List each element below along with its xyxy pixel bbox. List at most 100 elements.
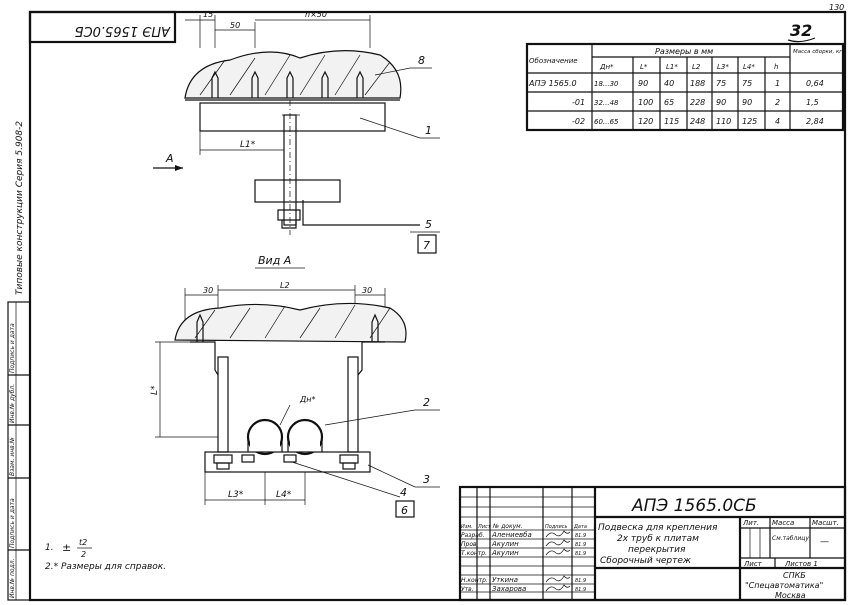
note-1-numerator: t2 [79,538,87,547]
side-cell-3: Взам. инв.№ [9,437,16,476]
row-value: 2 [775,98,780,107]
signature [545,575,571,583]
dim-L1: L1* [240,140,256,150]
dimensions-table: Обозначение Размеры в мм Масса сборки, к… [525,42,845,132]
person-name: Акулин [491,549,519,557]
col-header: L3* [717,63,729,71]
signature [545,548,571,556]
tb-header: № докум. [492,523,523,530]
dim-nx50: n×50 [305,10,327,19]
col-mass: Масса сборки, кг [793,49,842,55]
page-number: 130 [829,3,844,12]
callout-5: 5 [425,218,432,231]
row-value: 65 [664,98,674,107]
title-line: перекрытия [628,545,686,555]
row-value: 18...30 [594,80,619,88]
col-header: L* [640,63,648,71]
view-arrow-label: А [165,152,174,165]
row-value: 75 [716,79,726,88]
col-header: L4* [743,63,755,71]
front-view: 15 50 n×50 L1* А [153,10,440,254]
col-header: L2 [692,63,701,71]
title-line: Подвеска для крепления [598,523,718,533]
row-value: 115 [664,117,679,126]
row-value: 4 [775,117,780,126]
row-value: 1 [775,79,780,88]
stamp-code-inverted: АПЭ 1565.0СБ [75,23,171,38]
note-1-number: 1. [45,543,54,553]
mounting-plate [199,102,386,132]
row-value: 32...48 [594,99,619,107]
note-1-plusminus: ± [62,541,71,554]
callout-7: 7 [423,239,430,252]
row-value: 100 [638,98,653,107]
dim-L: L* [150,385,160,395]
pipe-side [254,179,341,203]
signature [545,584,571,592]
mass-value: См.таблицу [772,535,809,542]
lit-label: Лит. [742,519,759,527]
top-left-stamp [28,10,177,44]
row-value: 90 [638,79,648,88]
scale-label: Масшт. [812,519,839,527]
row-value: 120 [638,117,653,126]
view-a-label: Вид А [258,254,291,267]
view-a: 30 L2 30 L* Дн* [150,281,440,518]
tb-header: Дата [573,524,587,530]
row-value: 228 [690,98,705,107]
person-role: Т.контр. [461,550,487,557]
row-mass: 1,5 [806,98,819,107]
title-line: 2х труб к плитам [617,534,699,544]
concrete-slab-view-a [174,302,407,343]
row-value: 40 [664,79,674,88]
side-cell-5: Подпись и дата [9,323,16,373]
row-mass: 0,64 [806,79,824,88]
col-header: L1* [666,63,678,71]
left-rod [217,356,229,453]
dim-15: 15 [203,10,213,19]
concrete-slab-top [184,50,402,99]
title-line: Сборочный чертеж [600,556,692,566]
dim-30-left: 30 [203,286,213,295]
callout-3: 3 [423,473,430,486]
person-date: 81.9 [575,578,586,584]
col-header: h [774,63,778,71]
side-stamp-cells: Инв.№ подл. Подпись и дата Взам. инв.№ И… [7,301,31,601]
person-name: Уткина [492,576,518,584]
tb-header: Изм. [461,524,473,530]
person-name: Акулин [491,540,519,548]
row-value: 110 [716,117,731,126]
dim-L4: L4* [276,490,292,500]
callout-2: 2 [423,396,430,409]
signature [545,539,571,547]
group-header: Размеры в мм [655,47,713,56]
col-designation: Обозначение [529,57,578,65]
person-date: 81.9 [575,587,586,593]
person-role: Н.контр. [461,577,488,584]
callout-6: 6 [401,504,408,517]
row-value: 90 [742,98,752,107]
series-label: Типовые конструкции Серия 5.908-2 [15,121,25,295]
nuts [213,454,359,470]
row-value: 75 [742,79,752,88]
dim-L3: L3* [228,490,244,500]
sheets-count: Листов 1 [784,560,818,568]
col-header: Дн* [599,63,614,71]
row-mass: 2,84 [806,117,824,126]
dim-50: 50 [230,21,240,30]
notes: 1. ± t2 2 2.* Размеры для справок. [45,538,166,572]
callout-1: 1 [425,124,432,137]
person-role: Утв. [461,586,474,593]
right-rod [347,356,359,453]
title-block: АПЭ 1565.0СБ Подвеска для крепления 2х т… [458,485,847,602]
side-cell-4: Инв.№ дубл. [9,384,16,423]
row-value: 125 [742,117,757,126]
person-name: Захарова [492,585,526,593]
scale-value: — [820,537,829,547]
person-role: Пров. [461,541,479,548]
row-designation: -02 [572,117,585,126]
anchor-dowels [211,70,364,98]
row-value: 90 [716,98,726,107]
sheet-label: Лист [743,560,763,568]
